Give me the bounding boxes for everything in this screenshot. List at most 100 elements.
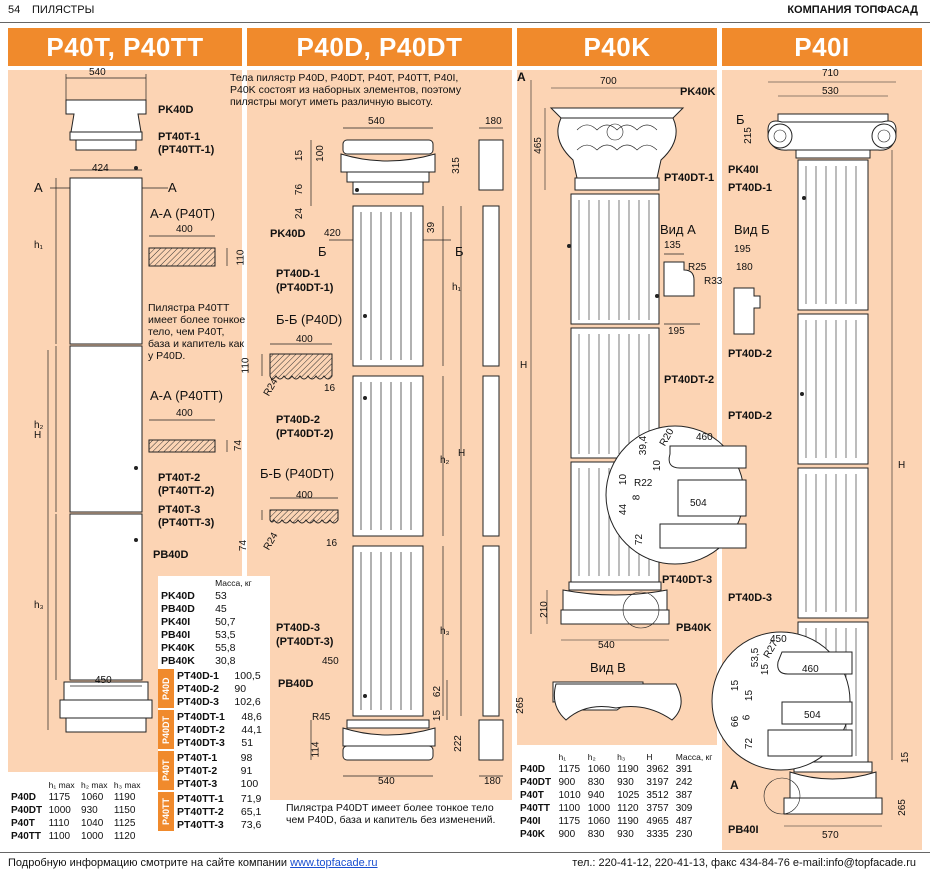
mass-row-value: 100 [240,777,259,790]
h-table-cell: 3512 [646,790,669,801]
p40d-dim-62: 62 [432,685,444,698]
section-b-p40dt-title: Б-Б (P40DT) [260,466,335,481]
h-table-cell: 1025 [617,790,640,801]
mass-row-name: PT40T-1 [177,751,218,764]
mass-row-value: 50,7 [215,615,236,628]
mass-row-value: 91 [240,764,253,777]
p40dt-note: Пилястра P40DT имеет более тонкое тело ч… [286,802,496,826]
sbdt-16: 16 [326,538,338,549]
vid-b-195: 195 [734,244,751,255]
p40i-section-mark-b: Б [736,112,745,127]
mass-row-name: PT40TT-1 [177,792,224,805]
p40t-dim-424: 424 [92,163,109,174]
p40k-dim-H: H [520,360,528,371]
p40d-dim-222: 222 [452,735,464,752]
mass-row-name: PB40K [161,654,195,667]
label-p40i-pt40d3: PT40D-3 [728,592,773,604]
p40k-dim-540: 540 [598,640,615,651]
mass-row-value: 48,6 [241,710,262,723]
h-table-cell: 387 [675,790,693,801]
h-table-cell: 391 [675,764,693,775]
title-p40t: P40T, P40TT [8,28,242,66]
label-pt40dt2: (PT40DT-2) [276,428,334,440]
h-table-cell: 940 [587,790,605,801]
label-p40d-pb40d: PB40D [278,678,314,690]
sec-a-p40t-400: 400 [176,224,193,235]
p40d-dim-r45: R45 [312,712,331,723]
website-link[interactable]: www.topfacade.ru [290,857,378,869]
h-table-header [517,750,556,763]
mass-row-value: 53 [215,589,227,602]
p40i-det-15b: 15 [730,679,742,692]
h-table-cell: 4965 [646,816,669,827]
footer-info: Подробную информацию смотрите на сайте к… [8,857,378,869]
h-table-cell: 1175 [48,792,71,803]
mass-row-name: PT40T-3 [177,777,218,790]
mass-row-value: 90 [234,682,247,695]
title-p40i: P40I [722,28,922,66]
vid-v-title: Вид В [590,660,626,675]
title-p40k: P40K [517,28,717,66]
h-table-cell: P40T [520,790,544,801]
label-pt40d1: PT40D-1 [276,268,321,280]
p40k-dim-465: 465 [532,137,544,154]
p40t-section-mark-left: A [34,180,43,195]
p40t-dim-h2: h₂ [34,420,44,431]
p40t-dim-450: 450 [95,675,112,686]
p40k-det-44: 44 [618,503,630,516]
mass-row-name: PT40TT-2 [177,805,224,818]
vid-b-drawing [733,287,761,335]
p40d-section-mark-left: Б [318,244,327,259]
h-table-header: H [646,751,653,762]
p40d-dim-180-bottom: 180 [484,776,501,787]
p40i-dim-570: 570 [822,830,839,841]
section-a-p40tt-drawing [148,419,228,453]
h-table-header: h₂ max [81,779,108,790]
h-table-cell: P40DT [520,777,552,788]
p40d-section-mark-right: Б [455,244,464,259]
mass-table-header: Масса, кг [215,577,252,588]
section-b-p40dt-drawing [261,497,339,524]
section-a-p40t-drawing [148,235,228,267]
section-b-p40d-title: Б-Б (P40D) [276,312,343,327]
mass-row-name: PT40DT-3 [177,736,225,749]
p40k-det-39: 39,4 [638,435,650,456]
mass-group-tag: P40DT [158,710,174,749]
mass-row-name: PB40I [161,628,191,641]
p40d-dim-15b: 15 [432,709,444,722]
p40tt-note: Пилястра P40TT имеет более тонкое тело, … [148,302,246,362]
vid-a-195: 195 [668,326,685,337]
h-table-cell: 1120 [617,803,639,814]
h-table-cell: P40D [11,792,37,803]
h-table-cell: P40K [520,829,546,840]
vid-a-135: 135 [664,240,681,251]
vid-a-r25: R25 [688,262,707,273]
page-footer: Подробную информацию смотрите на сайте к… [0,852,930,869]
p40d-dim-540-bottom: 540 [378,776,395,787]
h-table-cell: 1120 [113,831,136,842]
p40t-drawing [47,74,168,733]
h-table-header: Масса, кг [675,751,713,762]
mass-row-value: 73,6 [240,818,262,831]
h-table-cell: 1125 [113,818,136,829]
h-table-cell: 3335 [646,829,669,840]
label-pt40tt1: (PT40TT-1) [158,144,215,156]
page-header: 54 ПИЛЯСТРЫ КОМПАНИЯ ТОПФАСАД [0,0,930,23]
title-p40d: P40D, P40DT [247,28,512,66]
p40i-section-mark-a: A [730,778,739,792]
p40d-dim-h2: h₂ [440,455,450,466]
mass-row-value: 65,1 [240,805,262,818]
p40i-dim-710: 710 [822,68,839,79]
label-pt40dt3: (PT40DT-3) [276,636,334,648]
mass-row-value: 102,6 [234,695,261,708]
h-table-header: h₃ max [113,779,141,790]
h-table-cell: 1100 [48,831,71,842]
h-table-header [8,778,46,791]
p40i-dim-265: 265 [896,799,908,816]
h-table-cell: P40TT [11,831,42,842]
mass-group-tag: P40T [158,751,174,790]
sec-a-p40tt-400: 400 [176,408,193,419]
h-table-cell: P40D [520,764,546,775]
label-pb40i: PB40I [728,824,759,836]
